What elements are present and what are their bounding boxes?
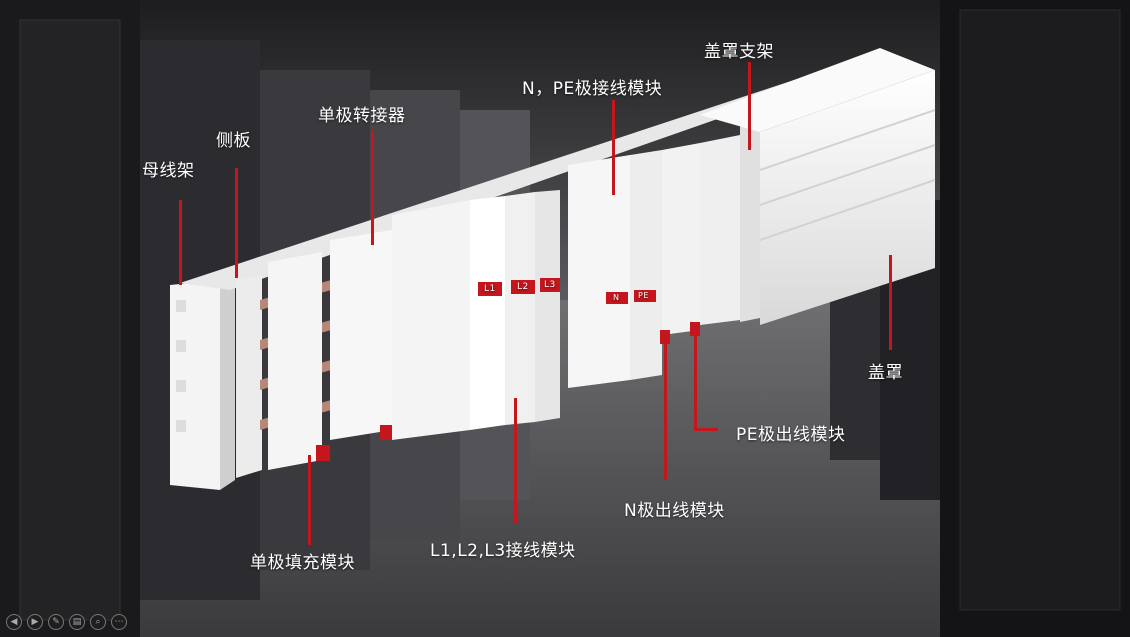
single-pole-filler-label: 单极填充模块 [250,553,355,573]
single-pole-adapter-label: 单极转接器 [318,106,406,126]
more-icon[interactable]: ⋯ [111,614,127,630]
adapter-leader [371,130,374,245]
next-icon[interactable]: ▶ [27,614,43,630]
slides-icon[interactable]: ▤ [69,614,85,630]
busbar-frame-label: 母线架 [142,161,195,181]
pe-outgoing-leader [694,322,697,429]
cover-label: 盖罩 [868,363,903,383]
cover-bracket-leader [748,62,751,150]
prev-icon[interactable]: ◀ [6,614,22,630]
zoom-icon[interactable]: ⌕ [90,614,106,630]
busbar-frame-shape [170,275,235,490]
l123-module-shape [392,190,560,440]
filler-leader [308,455,311,545]
presentation-toolbar: ◀ ▶ ✎ ▤ ⌕ ⋯ [6,614,127,630]
cover-bracket-label: 盖罩支架 [704,42,774,62]
pe-mark: PE [638,291,649,300]
l123-leader [514,398,517,523]
side-plate-label: 侧板 [216,131,251,151]
n-pe-module-leader [612,100,615,195]
l1-mark: L1 [484,284,496,294]
pe-outgoing-module-label: PE极出线模块 [736,425,846,445]
l3-mark: L3 [544,280,556,290]
l123-module-label: L1,L2,L3接线模块 [430,541,576,561]
busbar-frame-leader [179,200,182,285]
n-mark: N [613,293,620,302]
n-outgoing-leader [664,340,667,480]
n-outgoing-module-label: N极出线模块 [624,501,725,521]
side-plate-leader [235,168,238,278]
pe-outgoing-leader-h [694,428,718,431]
n-pe-module-label: N，PE极接线模块 [522,79,663,99]
pen-icon[interactable]: ✎ [48,614,64,630]
l2-mark: L2 [517,282,529,292]
cover-leader [889,255,892,350]
